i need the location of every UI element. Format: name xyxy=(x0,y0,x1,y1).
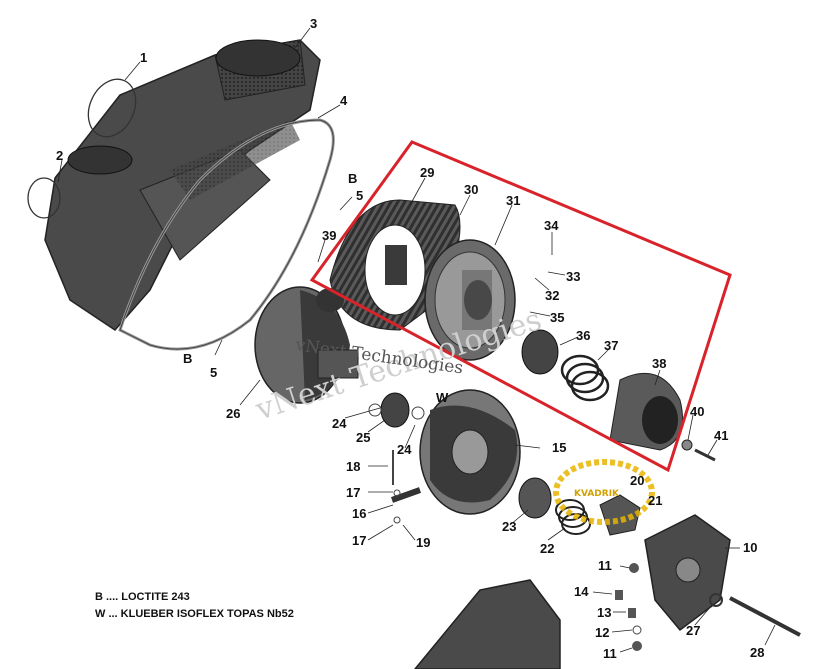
callout-28: 28 xyxy=(750,645,764,660)
callout-29: 29 xyxy=(420,165,434,180)
callout-38: 38 xyxy=(652,356,666,371)
clip-17b-part xyxy=(393,516,401,524)
callout-30: 30 xyxy=(464,182,478,197)
kvadrik-logo: KVADRIK xyxy=(553,459,655,525)
callout-10: 10 xyxy=(743,540,757,555)
callout-20: 20 xyxy=(630,473,644,488)
callout-3: 3 xyxy=(310,16,317,31)
washer-40-part xyxy=(681,439,693,451)
washer-24-part xyxy=(368,403,382,417)
callout-13: 13 xyxy=(597,605,611,620)
callout-24-left: 24 xyxy=(332,416,347,431)
callout-35: 35 xyxy=(550,310,564,325)
callout-14: 14 xyxy=(574,584,589,599)
callout-31: 31 xyxy=(506,193,520,208)
callout-18: 18 xyxy=(346,459,360,474)
fan-plate-part xyxy=(424,239,516,361)
callout-11-top: 11 xyxy=(598,558,612,573)
callout-19: 19 xyxy=(416,535,430,550)
highlight-frame xyxy=(309,140,732,473)
callout-4: 4 xyxy=(340,93,348,108)
bushing-25-part xyxy=(380,392,410,428)
housing-10-part xyxy=(644,514,731,632)
callout-41: 41 xyxy=(714,428,728,443)
bolt-28-part xyxy=(729,596,801,637)
sheave-part xyxy=(609,372,683,451)
legend-loctite: B .... LOCTITE 243 xyxy=(95,591,190,603)
legend-klueber: W ... KLUEBER ISOFLEX TOPAS Nb52 xyxy=(95,608,294,620)
callout-5-top: 5 xyxy=(356,188,363,203)
shaft-16-part xyxy=(390,487,422,503)
spring-seat-part xyxy=(521,329,559,375)
part-13 xyxy=(628,608,636,618)
callout-1: 1 xyxy=(140,50,147,65)
callout-24-right: 24 xyxy=(397,442,412,457)
part-11a xyxy=(629,563,639,573)
clip-17-part xyxy=(393,489,401,497)
cvt-cover-part xyxy=(44,39,321,331)
callout-17-top: 17 xyxy=(346,485,360,500)
callout-w: W xyxy=(436,390,449,405)
callout-5-left: 5 xyxy=(210,365,217,380)
callout-2: 2 xyxy=(56,148,63,163)
callout-32: 32 xyxy=(545,288,559,303)
callout-33: 33 xyxy=(566,269,580,284)
leader-lines xyxy=(57,27,776,653)
part-14 xyxy=(615,590,623,600)
callout-26: 26 xyxy=(226,406,240,421)
driven-pulley-part xyxy=(254,286,359,404)
callout-16: 16 xyxy=(352,506,366,521)
svg-text:KVADRIK: KVADRIK xyxy=(574,489,620,499)
washer-27-part xyxy=(709,593,723,607)
crankcase-part xyxy=(414,579,561,669)
drive-pulley-part xyxy=(419,389,521,515)
callout-37: 37 xyxy=(604,338,618,353)
callout-34: 34 xyxy=(544,218,559,233)
callout-21: 21 xyxy=(648,493,662,508)
part-11b xyxy=(632,641,642,651)
callout-17-bottom: 17 xyxy=(352,533,366,548)
oring-2-part xyxy=(27,177,61,219)
oring-1-part xyxy=(87,78,137,138)
bolt-41-part xyxy=(694,448,716,462)
spring-part xyxy=(560,354,610,402)
callout-36: 36 xyxy=(576,328,590,343)
callout-23: 23 xyxy=(502,519,516,534)
callout-22: 22 xyxy=(540,541,554,556)
callout-39: 39 xyxy=(322,228,336,243)
callout-b-left: B xyxy=(183,351,192,366)
callout-15: 15 xyxy=(552,440,566,455)
part-12 xyxy=(632,625,642,635)
washer-24b-part xyxy=(411,406,425,420)
callout-25: 25 xyxy=(356,430,370,445)
callout-12: 12 xyxy=(595,625,609,640)
roller-23-part xyxy=(518,477,552,519)
spider-20-part xyxy=(599,494,641,536)
callout-b-top: B xyxy=(348,171,357,186)
callout-40: 40 xyxy=(690,404,704,419)
callout-11-bottom: 11 xyxy=(603,646,617,661)
callout-27: 27 xyxy=(686,623,700,638)
